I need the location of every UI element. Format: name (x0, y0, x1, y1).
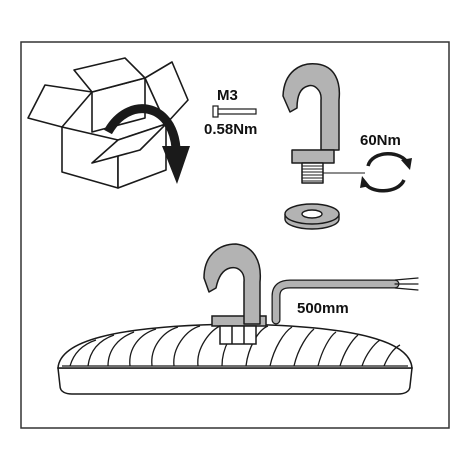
diagram-frame (20, 41, 450, 429)
screw-size-label: M3 (217, 87, 238, 104)
rotate-arrow-icon (104, 104, 190, 184)
screw-torque-label: 0.58Nm (204, 121, 257, 138)
torque-arrow-icon (360, 152, 412, 193)
highbay-luminaire-icon (57, 315, 413, 395)
open-box-icon (27, 57, 189, 189)
cable-length-label: 500mm (297, 300, 349, 317)
screw-icon (212, 105, 257, 118)
cable-icon (271, 277, 419, 325)
hook-icon (282, 63, 341, 184)
washer-icon (284, 203, 340, 230)
mounted-hook-icon (203, 243, 262, 325)
hook-torque-label: 60Nm (360, 132, 401, 149)
